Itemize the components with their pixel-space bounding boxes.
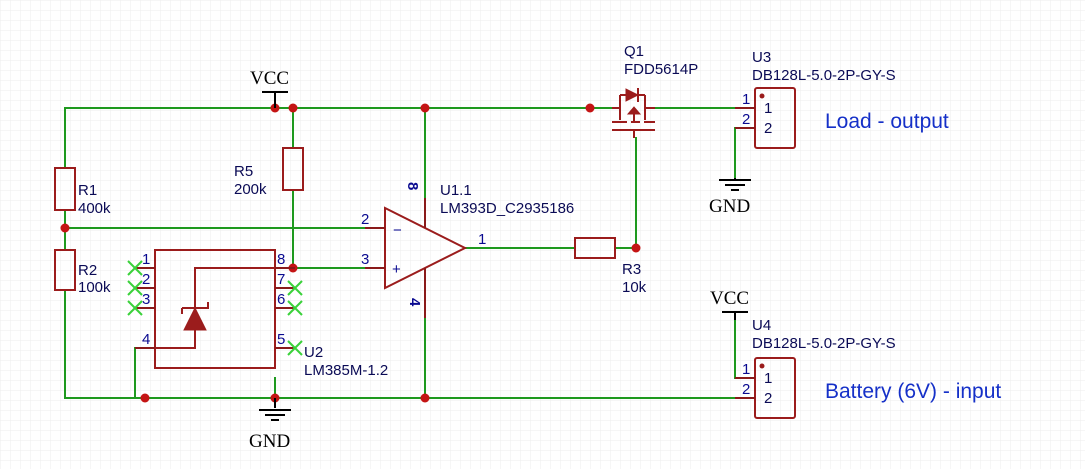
junction-dot xyxy=(420,103,430,113)
resistor-r5[interactable]: R5 200k xyxy=(234,147,304,198)
u1-pin-4: 4 xyxy=(406,298,423,307)
u2-pin-7: 7 xyxy=(277,271,285,288)
vcc-symbol-right: VCC xyxy=(710,288,749,320)
u1-plus-sign: + xyxy=(392,261,401,278)
q1-ref: Q1 xyxy=(624,43,644,60)
vcc-label: VCC xyxy=(710,288,749,309)
u4-ref: U4 xyxy=(752,317,771,334)
battery-input-note: Battery (6V) - input xyxy=(825,380,1001,403)
u3-pin-1: 1 xyxy=(742,91,750,108)
vcc-label: VCC xyxy=(250,68,289,89)
connector-u4[interactable]: 1 2 1 2 U4 DB128L-5.0-2P-GY-S xyxy=(735,317,896,419)
no-connect-icon xyxy=(287,280,303,296)
u2-pin-2: 2 xyxy=(142,271,150,288)
junction-dot xyxy=(420,393,430,403)
u2-pin-1: 1 xyxy=(142,251,150,268)
u2-pin-8: 8 xyxy=(277,251,285,268)
r2-value: 100k xyxy=(78,279,111,296)
u3-pin-1-inner: 1 xyxy=(764,100,772,117)
junction-dot xyxy=(585,103,595,113)
u1-pin-3: 3 xyxy=(361,251,369,268)
resistor-r2[interactable]: R2 100k xyxy=(54,249,111,296)
r5-value: 200k xyxy=(234,181,267,198)
no-connect-icon xyxy=(127,260,143,276)
u1-ref: U1.1 xyxy=(440,182,472,199)
no-connect-icon xyxy=(287,300,303,316)
u2-ref: U2 xyxy=(304,344,323,361)
load-output-note: Load - output xyxy=(825,110,949,133)
junction-dot xyxy=(631,243,641,253)
r3-ref: R3 xyxy=(622,261,641,278)
u3-value: DB128L-5.0-2P-GY-S xyxy=(752,67,896,84)
r1-value: 400k xyxy=(78,200,111,217)
no-connect-markers xyxy=(127,260,303,356)
connector-u3[interactable]: 1 2 1 2 U3 DB128L-5.0-2P-GY-S xyxy=(735,49,896,149)
gnd-label: GND xyxy=(249,431,290,452)
vcc-symbol-top: VCC xyxy=(250,68,289,108)
junction-dot xyxy=(60,223,70,233)
u4-value: DB128L-5.0-2P-GY-S xyxy=(752,335,896,352)
gnd-symbol-bottom: GND xyxy=(249,398,291,452)
u1-pin-8: 8 xyxy=(404,182,421,190)
r2-ref: R2 xyxy=(78,262,97,279)
u2-pin-3: 3 xyxy=(142,291,150,308)
u4-pin-1: 1 xyxy=(742,361,750,378)
wire-gnd-rail xyxy=(64,289,736,399)
junction-dot xyxy=(288,103,298,113)
u2-pin-5: 5 xyxy=(277,331,285,348)
resistor-r1[interactable]: R1 400k xyxy=(54,167,111,217)
gnd-label: GND xyxy=(709,196,750,217)
r5-ref: R5 xyxy=(234,163,253,180)
u2-pin-4: 4 xyxy=(142,331,150,348)
u3-ref: U3 xyxy=(752,49,771,66)
no-connect-icon xyxy=(287,340,303,356)
body-diode-icon xyxy=(625,88,640,102)
u4-pin-2-inner: 2 xyxy=(764,390,772,407)
u1-pin-2: 2 xyxy=(361,211,369,228)
u4-pin-1-inner: 1 xyxy=(764,370,772,387)
u1-minus-sign: − xyxy=(393,222,402,239)
u1-pin-1: 1 xyxy=(478,231,486,248)
u2-value: LM385M-1.2 xyxy=(304,362,388,379)
q1-value: FDD5614P xyxy=(624,61,698,78)
no-connect-icon xyxy=(127,280,143,296)
resistor-r3[interactable]: R3 10k xyxy=(574,237,647,296)
u2-pin-6: 6 xyxy=(277,291,285,308)
mosfet-q1[interactable]: Q1 FDD5614P xyxy=(612,43,698,138)
u4-pin-2: 2 xyxy=(742,381,750,398)
r3-value: 10k xyxy=(622,279,647,296)
no-connect-icon xyxy=(127,300,143,316)
voltage-reference-u2[interactable]: 1 2 3 4 5 6 7 8 U2 LM385M-1.2 xyxy=(135,249,388,379)
u3-pin-2: 2 xyxy=(742,111,750,128)
comparator-u1[interactable]: − + 2 3 1 8 4 U1.1 LM393D_C2935186 xyxy=(361,182,574,318)
junction-dot xyxy=(140,393,150,403)
u1-value: LM393D_C2935186 xyxy=(440,200,574,217)
r1-ref: R1 xyxy=(78,182,97,199)
gnd-symbol-right: GND xyxy=(709,178,751,217)
u3-pin-2-inner: 2 xyxy=(764,120,772,137)
